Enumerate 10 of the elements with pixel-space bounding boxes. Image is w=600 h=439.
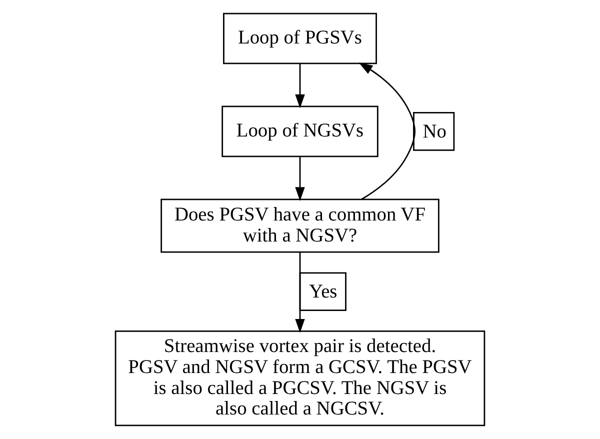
node-box: Loop of NGSVs — [222, 106, 378, 158]
arrow — [295, 252, 305, 333]
edge-label: No — [422, 121, 446, 142]
edge-label: Yes — [309, 281, 338, 302]
node-box: Loop of PGSVs — [223, 12, 377, 64]
arrow — [295, 64, 305, 108]
node-box: Does PGSV have a common VF with a NGSV? — [160, 198, 440, 253]
node-box: Streamwise vortex pair is detected. PGSV and NGSV form a GCSV. The PGSV is also called a PGCSV. The NGSV is also called a NGCSV. — [114, 330, 486, 426]
arrow — [295, 156, 305, 201]
arrow — [358, 62, 416, 200]
